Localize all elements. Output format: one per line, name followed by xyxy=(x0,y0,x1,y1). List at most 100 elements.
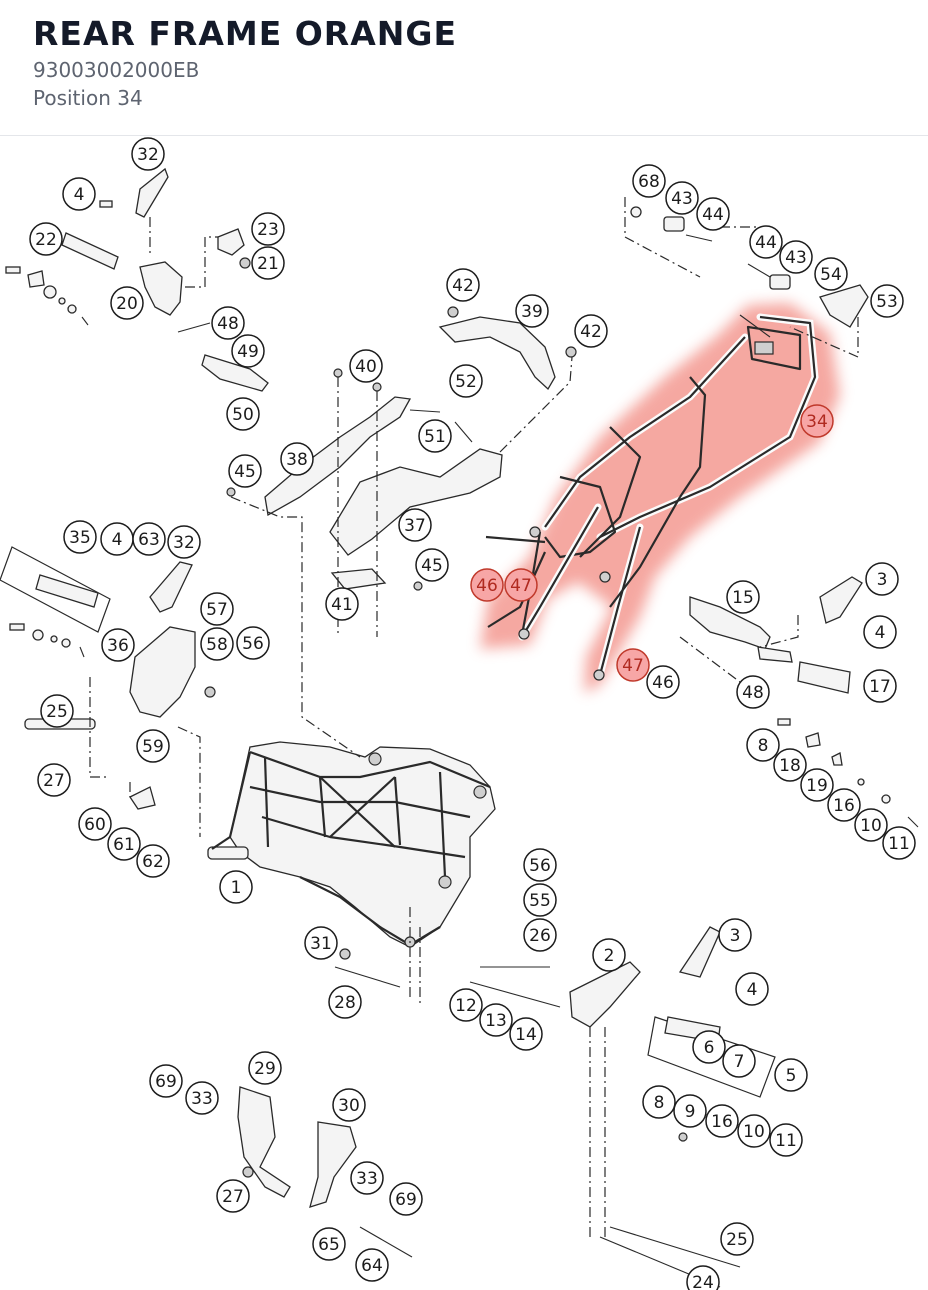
callout-30[interactable]: 30 xyxy=(332,1088,366,1122)
callout-4[interactable]: 4 xyxy=(735,972,769,1006)
callout-44[interactable]: 44 xyxy=(749,225,783,259)
callout-57[interactable]: 57 xyxy=(200,592,234,626)
callout-circle xyxy=(800,404,834,438)
callout-4[interactable]: 4 xyxy=(863,615,897,649)
callout-46[interactable]: 46 xyxy=(646,665,680,699)
callout-20[interactable]: 20 xyxy=(110,286,144,320)
callout-61[interactable]: 61 xyxy=(107,827,141,861)
callout-47[interactable]: 47 xyxy=(616,648,650,682)
callout-45[interactable]: 45 xyxy=(415,548,449,582)
callout-43[interactable]: 43 xyxy=(779,240,813,274)
rear-frame-highlight[interactable] xyxy=(480,303,840,693)
callout-8[interactable]: 8 xyxy=(642,1085,676,1119)
callout-40[interactable]: 40 xyxy=(349,349,383,383)
callout-50[interactable]: 50 xyxy=(226,397,260,431)
callout-69[interactable]: 69 xyxy=(149,1064,183,1098)
callout-5[interactable]: 5 xyxy=(774,1058,808,1092)
callout-label: 69 xyxy=(155,1072,177,1092)
callout-10[interactable]: 10 xyxy=(737,1114,771,1148)
callout-63[interactable]: 63 xyxy=(132,522,166,556)
callout-17[interactable]: 17 xyxy=(863,669,897,703)
callout-33[interactable]: 33 xyxy=(350,1161,384,1195)
callout-41[interactable]: 41 xyxy=(325,587,359,621)
callout-25[interactable]: 25 xyxy=(720,1222,754,1256)
callout-27[interactable]: 27 xyxy=(37,763,71,797)
callout-48[interactable]: 48 xyxy=(211,306,245,340)
callout-37[interactable]: 37 xyxy=(398,508,432,542)
callout-circle xyxy=(228,454,262,488)
callout-45[interactable]: 45 xyxy=(228,454,262,488)
callout-label: 53 xyxy=(876,292,898,312)
callout-4[interactable]: 4 xyxy=(62,177,96,211)
callout-29[interactable]: 29 xyxy=(248,1051,282,1085)
callout-22[interactable]: 22 xyxy=(29,222,63,256)
callout-62[interactable]: 62 xyxy=(136,844,170,878)
callout-3[interactable]: 3 xyxy=(718,918,752,952)
callout-60[interactable]: 60 xyxy=(78,807,112,841)
callout-label: 37 xyxy=(404,516,426,536)
callout-8[interactable]: 8 xyxy=(746,728,780,762)
callout-10[interactable]: 10 xyxy=(854,808,888,842)
callout-label: 4 xyxy=(74,185,85,205)
callout-35[interactable]: 35 xyxy=(63,520,97,554)
callout-12[interactable]: 12 xyxy=(449,988,483,1022)
callout-52[interactable]: 52 xyxy=(449,364,483,398)
callout-2[interactable]: 2 xyxy=(592,938,626,972)
callout-9[interactable]: 9 xyxy=(673,1094,707,1128)
callout-56[interactable]: 56 xyxy=(236,626,270,660)
callout-circle xyxy=(304,926,338,960)
callout-53[interactable]: 53 xyxy=(870,284,904,318)
callout-51[interactable]: 51 xyxy=(418,419,452,453)
callout-38[interactable]: 38 xyxy=(280,442,314,476)
callout-33[interactable]: 33 xyxy=(185,1081,219,1115)
callout-42[interactable]: 42 xyxy=(446,268,480,302)
callout-55[interactable]: 55 xyxy=(523,883,557,917)
callout-11[interactable]: 11 xyxy=(882,826,916,860)
callout-label: 5 xyxy=(786,1066,797,1086)
callout-24[interactable]: 24 xyxy=(686,1265,720,1290)
callout-13[interactable]: 13 xyxy=(479,1003,513,1037)
callout-6[interactable]: 6 xyxy=(692,1030,726,1064)
callout-64[interactable]: 64 xyxy=(355,1248,389,1282)
callout-46[interactable]: 46 xyxy=(470,568,504,602)
callout-23[interactable]: 23 xyxy=(251,212,285,246)
callout-54[interactable]: 54 xyxy=(814,257,848,291)
callout-1[interactable]: 1 xyxy=(219,870,253,904)
callout-16[interactable]: 16 xyxy=(827,788,861,822)
callout-7[interactable]: 7 xyxy=(722,1044,756,1078)
callout-3[interactable]: 3 xyxy=(865,562,899,596)
callout-31[interactable]: 31 xyxy=(304,926,338,960)
callout-15[interactable]: 15 xyxy=(726,580,760,614)
callout-49[interactable]: 49 xyxy=(231,334,265,368)
callout-39[interactable]: 39 xyxy=(515,294,549,328)
callout-68[interactable]: 68 xyxy=(632,164,666,198)
callout-16[interactable]: 16 xyxy=(705,1104,739,1138)
callout-47[interactable]: 47 xyxy=(504,568,538,602)
callout-21[interactable]: 21 xyxy=(251,246,285,280)
callout-circle xyxy=(280,442,314,476)
callout-19[interactable]: 19 xyxy=(800,768,834,802)
callout-44[interactable]: 44 xyxy=(696,197,730,231)
callout-circle xyxy=(231,334,265,368)
callout-28[interactable]: 28 xyxy=(328,985,362,1019)
callout-32[interactable]: 32 xyxy=(167,525,201,559)
callout-48[interactable]: 48 xyxy=(736,675,770,709)
callout-43[interactable]: 43 xyxy=(665,181,699,215)
callout-27[interactable]: 27 xyxy=(216,1179,250,1213)
callout-18[interactable]: 18 xyxy=(773,748,807,782)
callout-11[interactable]: 11 xyxy=(769,1123,803,1157)
callout-14[interactable]: 14 xyxy=(509,1017,543,1051)
callout-59[interactable]: 59 xyxy=(136,729,170,763)
callout-4[interactable]: 4 xyxy=(100,522,134,556)
callout-69[interactable]: 69 xyxy=(389,1182,423,1216)
callout-26[interactable]: 26 xyxy=(523,918,557,952)
callout-36[interactable]: 36 xyxy=(101,628,135,662)
callout-65[interactable]: 65 xyxy=(312,1227,346,1261)
callout-label: 25 xyxy=(726,1230,748,1250)
callout-56[interactable]: 56 xyxy=(523,848,557,882)
callout-25[interactable]: 25 xyxy=(40,694,74,728)
callout-42[interactable]: 42 xyxy=(574,314,608,348)
callout-58[interactable]: 58 xyxy=(200,627,234,661)
callout-32[interactable]: 32 xyxy=(131,137,165,171)
callout-34[interactable]: 34 xyxy=(800,404,834,438)
